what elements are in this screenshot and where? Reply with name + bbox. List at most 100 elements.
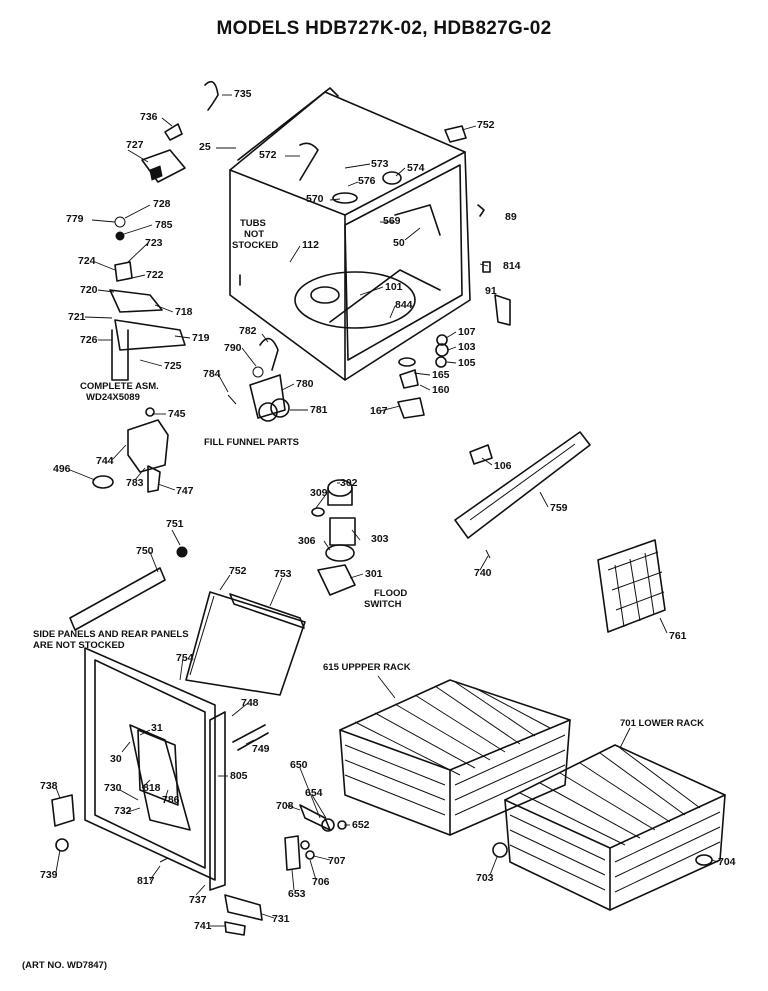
part-label: 165 bbox=[432, 369, 450, 381]
part-label: 723 bbox=[145, 237, 163, 249]
part-label: 652 bbox=[352, 819, 370, 831]
part-label: 749 bbox=[252, 743, 270, 755]
part-label: 89 bbox=[505, 211, 517, 223]
part-label: 782 bbox=[239, 325, 257, 337]
part-label: 781 bbox=[310, 404, 328, 416]
part-label: 572 bbox=[259, 149, 277, 161]
part-label: 752 bbox=[229, 565, 247, 577]
part-label: 301 bbox=[365, 568, 383, 580]
part-label: 732 bbox=[114, 805, 132, 817]
part-label: 306 bbox=[298, 535, 316, 547]
part-label: 752 bbox=[477, 119, 495, 131]
part-label: 576 bbox=[358, 175, 376, 187]
part-label: 751 bbox=[166, 518, 184, 530]
note-complete-asm-part: WD24X5089 bbox=[86, 392, 140, 403]
part-label: 730 bbox=[104, 782, 122, 794]
part-label: 570 bbox=[306, 193, 324, 205]
part-label: 736 bbox=[140, 111, 158, 123]
silverware-basket-drawing bbox=[597, 539, 666, 633]
part-label: 30 bbox=[110, 753, 122, 765]
part-label: 704 bbox=[718, 856, 736, 868]
part-label: 160 bbox=[432, 384, 450, 396]
mid-small-parts-drawing bbox=[284, 804, 347, 871]
part-label: 740 bbox=[474, 567, 492, 579]
note-tubs-line-2: NOT bbox=[244, 229, 265, 240]
part-label: 721 bbox=[68, 311, 86, 323]
part-label: 817 bbox=[137, 875, 155, 887]
part-label: 91 bbox=[485, 285, 497, 297]
part-label: 738 bbox=[40, 780, 58, 792]
note-lower-rack: 701 LOWER RACK bbox=[620, 718, 704, 729]
lower-rack-drawing bbox=[492, 744, 726, 911]
part-label: 844 bbox=[395, 299, 413, 311]
part-label: 728 bbox=[153, 198, 171, 210]
part-label: 726 bbox=[80, 334, 98, 346]
leader-lines bbox=[55, 94, 719, 927]
note-upper-rack: 615 UPPPER RACK bbox=[323, 662, 411, 673]
page-title: MODELS HDB727K-02, HDB827G-02 bbox=[216, 18, 552, 39]
part-label: 718 bbox=[175, 306, 193, 318]
note-tubs-line-1: TUBS bbox=[240, 218, 266, 229]
part-label: 31 bbox=[151, 722, 163, 734]
art-number: (ART NO. WD7847) bbox=[22, 960, 107, 971]
door-panels-drawing bbox=[51, 546, 306, 936]
part-label: 725 bbox=[164, 360, 182, 372]
upper-rack-drawing bbox=[339, 679, 571, 836]
part-label: 724 bbox=[78, 255, 96, 267]
note-tubs-line-3: STOCKED bbox=[232, 240, 279, 251]
part-label: 302 bbox=[340, 477, 358, 489]
tub-assembly-drawing bbox=[229, 87, 471, 381]
part-label: 107 bbox=[458, 326, 476, 338]
part-label: 779 bbox=[66, 213, 84, 225]
part-label: 103 bbox=[458, 341, 476, 353]
part-label: 496 bbox=[53, 463, 71, 475]
part-label: 706 bbox=[312, 876, 330, 888]
part-label: 786 bbox=[162, 794, 180, 806]
part-label: 753 bbox=[274, 568, 292, 580]
part-label: 309 bbox=[310, 487, 328, 499]
part-label: 737 bbox=[189, 894, 207, 906]
note-side-panels-2: ARE NOT STOCKED bbox=[33, 640, 125, 651]
part-label: 805 bbox=[230, 770, 248, 782]
part-label: 167 bbox=[370, 405, 388, 417]
part-label: 750 bbox=[136, 545, 154, 557]
note-flood-switch-2: SWITCH bbox=[364, 599, 402, 610]
part-label: 759 bbox=[550, 502, 568, 514]
part-label: 790 bbox=[224, 342, 242, 354]
part-label: 708 bbox=[276, 800, 294, 812]
part-label: 574 bbox=[407, 162, 425, 174]
part-label: 727 bbox=[126, 139, 144, 151]
fill-funnel-drawing bbox=[227, 337, 290, 422]
part-label: 654 bbox=[305, 787, 323, 799]
part-label: 50 bbox=[393, 237, 405, 249]
part-label: 106 bbox=[494, 460, 512, 472]
part-label: 754 bbox=[176, 652, 194, 664]
part-label: 748 bbox=[241, 697, 259, 709]
part-label: 303 bbox=[371, 533, 389, 545]
part-label: 745 bbox=[168, 408, 186, 420]
part-label: 112 bbox=[302, 239, 319, 251]
left-small-parts-drawing bbox=[109, 80, 219, 381]
part-label: 569 bbox=[383, 215, 401, 227]
part-label: 720 bbox=[80, 284, 98, 296]
part-label: 747 bbox=[176, 485, 194, 497]
note-flood-switch-1: FLOOD bbox=[374, 588, 408, 599]
part-label: 741 bbox=[194, 920, 212, 932]
part-label: 101 bbox=[385, 281, 403, 293]
part-label: 105 bbox=[458, 357, 476, 369]
part-label: 784 bbox=[203, 368, 221, 380]
note-side-panels-1: SIDE PANELS AND REAR PANELS bbox=[33, 629, 189, 640]
part-label: 719 bbox=[192, 332, 210, 344]
rack-rail-drawing bbox=[454, 431, 591, 559]
part-label: 780 bbox=[296, 378, 314, 390]
part-label: 703 bbox=[476, 872, 494, 884]
part-label: 722 bbox=[146, 269, 164, 281]
part-label: 814 bbox=[503, 260, 521, 272]
note-fill-funnel: FILL FUNNEL PARTS bbox=[204, 437, 299, 448]
part-label: 650 bbox=[290, 759, 308, 771]
water-valve-drawing bbox=[92, 407, 169, 493]
right-small-parts-drawing bbox=[397, 125, 511, 419]
part-label: 653 bbox=[288, 888, 306, 900]
part-label: 744 bbox=[96, 455, 114, 467]
